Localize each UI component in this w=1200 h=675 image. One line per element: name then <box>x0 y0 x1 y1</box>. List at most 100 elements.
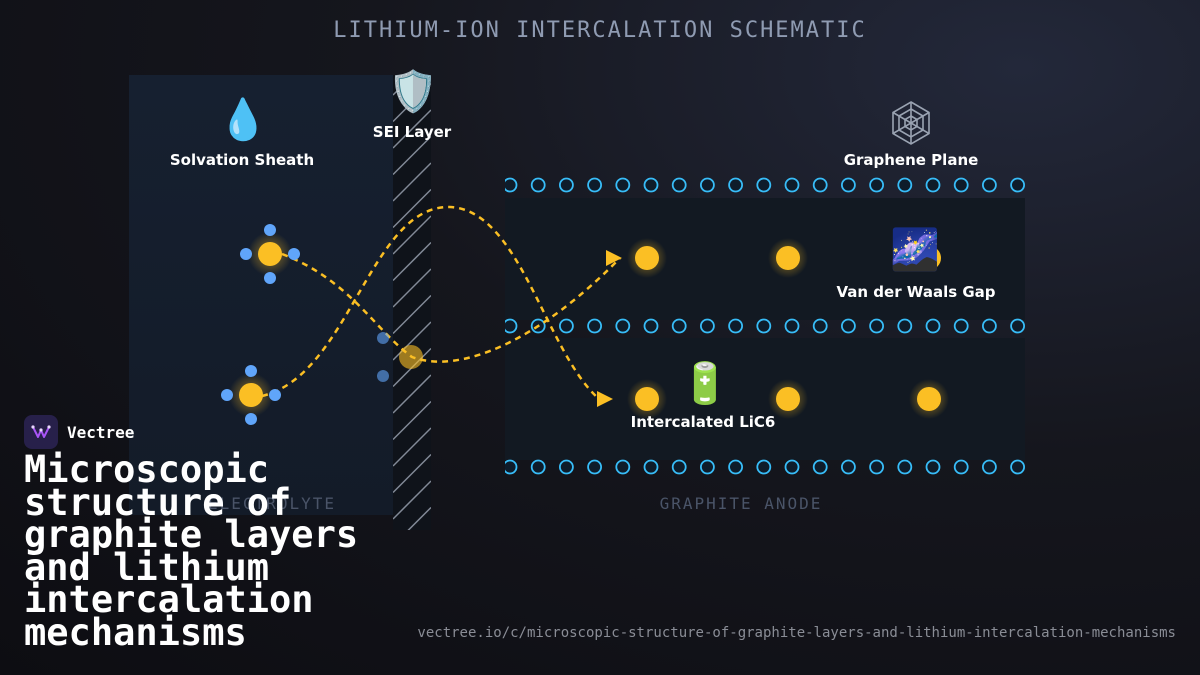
carbon-atom <box>700 177 715 193</box>
carbon-atom <box>700 459 715 475</box>
carbon-atom <box>728 459 743 475</box>
sei-layer-label: SEI Layer <box>372 123 452 141</box>
lithium-ion <box>776 387 800 411</box>
carbon-atom <box>615 177 631 193</box>
carbon-atom <box>587 177 602 193</box>
solvation-sheath-label: Solvation Sheath <box>169 151 315 169</box>
carbon-atom <box>505 459 518 475</box>
carbon-atom <box>1010 318 1025 334</box>
sei-hatch-line <box>393 480 431 520</box>
carbon-atom <box>812 318 828 334</box>
shield-icon: 🛡️ <box>388 69 438 115</box>
galaxy-icon: 🌌 <box>890 227 940 273</box>
vectree-logo-icon <box>24 415 58 449</box>
ion-path-lower <box>261 205 599 399</box>
lithium-ion <box>776 246 800 270</box>
carbon-atom <box>530 459 546 475</box>
brand: Vectree <box>24 415 134 449</box>
solvent-molecule <box>240 248 252 260</box>
lithium-ion-desolvating <box>399 345 423 369</box>
carbon-atom <box>869 318 884 334</box>
lithium-ion <box>635 387 659 411</box>
sei-hatch-line <box>393 453 431 494</box>
solvent-molecule <box>264 224 276 236</box>
carbon-atom <box>700 318 715 334</box>
carbon-atom <box>953 177 969 193</box>
carbon-atom <box>671 177 687 193</box>
carbon-atom <box>841 177 856 193</box>
lithium-ion <box>258 242 282 266</box>
carbon-atom <box>671 318 687 334</box>
sei-hatch-line <box>393 400 431 441</box>
sei-hatch-line <box>393 427 431 467</box>
carbon-atom <box>1010 459 1025 475</box>
carbon-atom <box>505 318 518 334</box>
carbon-atom <box>643 177 659 193</box>
sei-hatch-line <box>393 109 431 149</box>
solvent-molecule <box>377 332 389 344</box>
sei-hatch-line <box>393 294 431 335</box>
carbon-atom <box>784 318 800 334</box>
carbon-atom <box>841 459 856 475</box>
electrolyte-region <box>129 75 394 515</box>
van-der-waals-gap-label: Van der Waals Gap <box>836 283 996 301</box>
droplet-icon: 💧 <box>218 97 268 143</box>
sei-hatch-line <box>393 241 431 282</box>
carbon-atom <box>982 318 997 334</box>
carbon-atom <box>812 459 828 475</box>
carbon-atom <box>953 459 969 475</box>
carbon-atom <box>982 459 997 475</box>
carbon-atom <box>643 318 659 334</box>
carbon-atom <box>756 459 772 475</box>
carbon-atom <box>587 459 602 475</box>
source-url: vectree.io/c/microscopic-structure-of-gr… <box>417 625 1176 641</box>
carbon-atom <box>559 177 574 193</box>
sei-hatch-line <box>393 188 431 229</box>
carbon-atom <box>925 177 941 193</box>
diagram-title: LITHIUM-ION INTERCALATION SCHEMATIC <box>333 18 867 43</box>
carbon-atom <box>643 459 659 475</box>
sei-hatch-line <box>393 162 431 202</box>
carbon-atom <box>869 459 884 475</box>
carbon-atom <box>615 459 631 475</box>
carbon-atom <box>1010 177 1025 193</box>
arrow-head-upper <box>606 250 622 266</box>
headline: Microscopic structure of graphite layers… <box>24 448 359 654</box>
carbon-atom <box>784 459 800 475</box>
sei-hatch-line <box>393 215 431 255</box>
ion-particles <box>221 224 949 425</box>
carbon-atom <box>982 177 997 193</box>
solvent-molecule <box>288 248 300 260</box>
solvent-molecule <box>264 272 276 284</box>
carbon-atom <box>812 177 828 193</box>
sei-hatch-line <box>407 506 431 530</box>
carbon-atom <box>505 177 518 193</box>
graphene-planes <box>505 177 1025 475</box>
carbon-atom <box>756 177 772 193</box>
solvent-molecule <box>377 370 389 382</box>
carbon-atom <box>897 318 913 334</box>
carbon-atom <box>756 318 772 334</box>
graphene-plane-label: Graphene Plane <box>843 151 979 169</box>
carbon-atom <box>953 318 969 334</box>
sei-hatch-line <box>393 268 431 308</box>
web-icon <box>892 101 930 145</box>
brand-name: Vectree <box>67 422 135 442</box>
carbon-atom <box>784 177 800 193</box>
electrolyte-region-label: ELECTROLYTE <box>208 494 336 513</box>
solvent-molecule <box>245 365 257 377</box>
intercalated-label: Intercalated LiC6 <box>630 413 776 431</box>
sei-hatch-line <box>393 374 431 414</box>
carbon-atom <box>671 459 687 475</box>
carbon-atom <box>869 177 884 193</box>
ion-path-upper <box>281 252 621 363</box>
carbon-atom <box>559 318 574 334</box>
carbon-atom <box>925 318 941 334</box>
carbon-atom <box>897 177 913 193</box>
solvent-molecule <box>245 413 257 425</box>
carbon-atom <box>728 318 743 334</box>
lithium-ion <box>635 246 659 270</box>
carbon-atom <box>841 318 856 334</box>
carbon-atom <box>530 177 546 193</box>
